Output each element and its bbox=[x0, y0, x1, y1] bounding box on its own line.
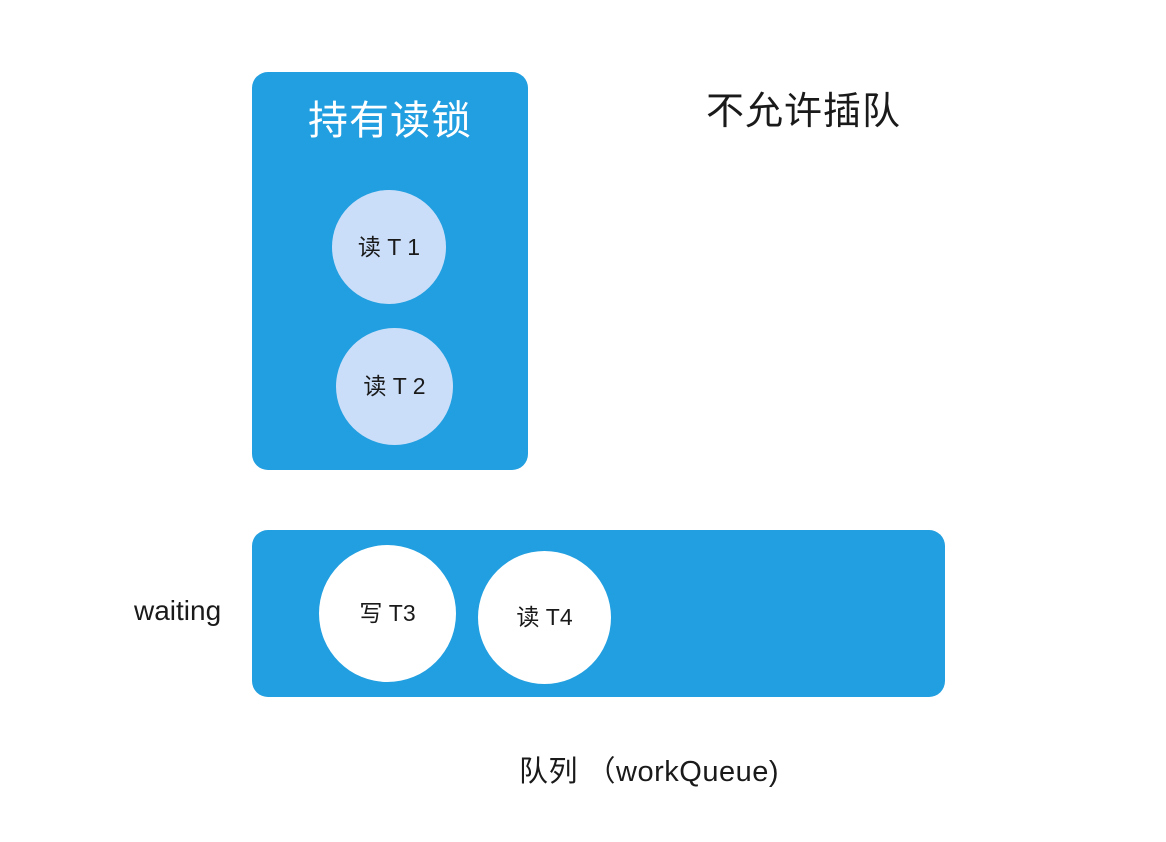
thread-node-label: 读 T4 bbox=[516, 604, 573, 630]
thread-node-read-t1: 读 T 1 bbox=[332, 190, 446, 304]
thread-node-read-t2: 读 T 2 bbox=[336, 328, 453, 445]
thread-node-label: 写 T3 bbox=[359, 600, 416, 626]
annotation-no-queue-jumping: 不允许插队 bbox=[706, 91, 902, 133]
waiting-label: waiting bbox=[134, 595, 222, 626]
thread-node-label: 读 T 1 bbox=[357, 233, 421, 260]
thread-node-label: 读 T 2 bbox=[363, 373, 426, 399]
thread-node-write-t3: 写 T3 bbox=[319, 545, 456, 682]
lock-holder-panel-title: 持有读锁 bbox=[308, 99, 472, 143]
thread-node-read-t4: 读 T4 bbox=[478, 551, 611, 684]
work-queue-caption: 队列 （workQueue) bbox=[519, 756, 780, 788]
